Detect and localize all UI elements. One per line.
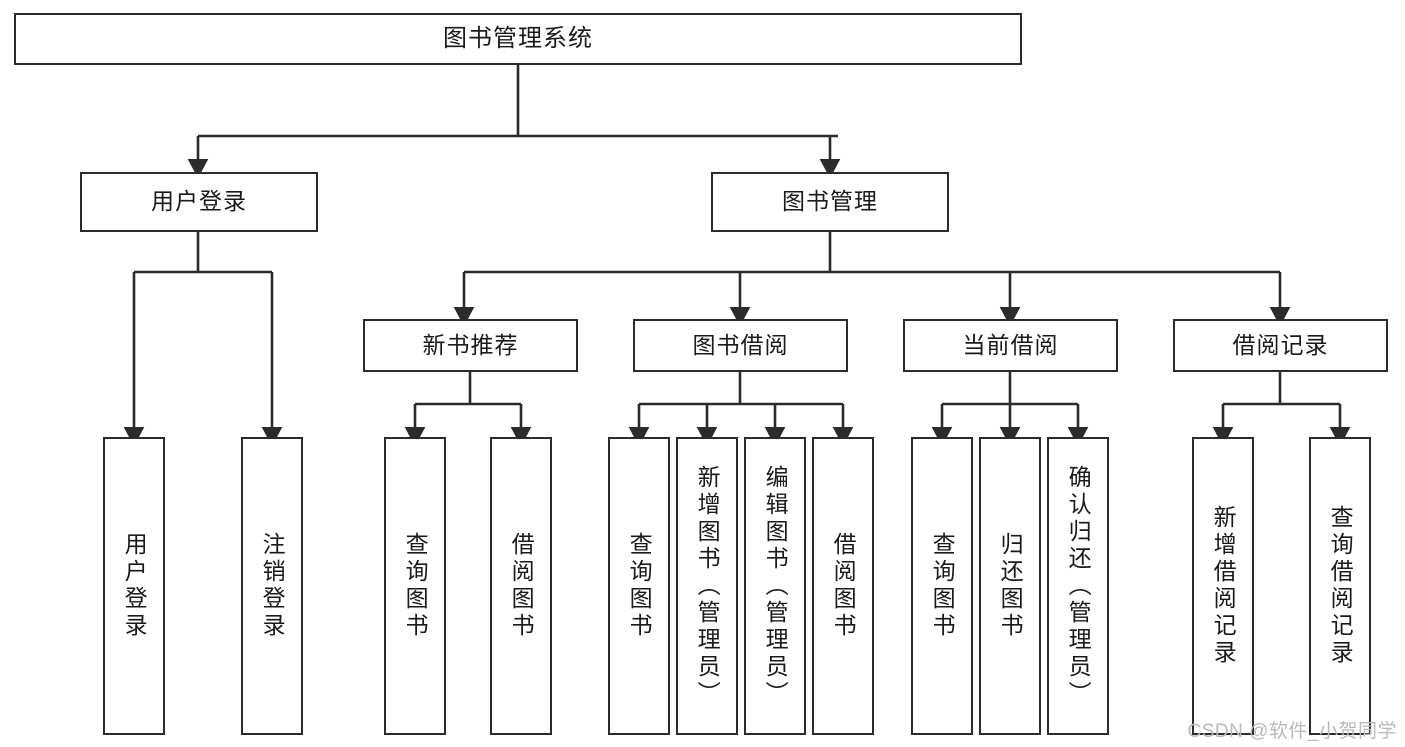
node-new-book-recommend[interactable]: 新书推荐 [363, 319, 578, 372]
node-leaf-borrow-book-1[interactable]: 借阅图书 [490, 437, 552, 735]
node-leaf-add-book-label: 新增图书（管理员） [694, 464, 721, 708]
node-leaf-confirm-return-label: 确认归还（管理员） [1065, 464, 1092, 708]
node-new-book-recommend-label: 新书推荐 [422, 331, 519, 358]
node-leaf-return-book[interactable]: 归还图书 [979, 437, 1041, 735]
node-leaf-return-book-label: 归还图书 [997, 532, 1024, 640]
node-leaf-query-book-2[interactable]: 查询图书 [608, 437, 670, 735]
node-borrow-record-label: 借阅记录 [1232, 331, 1329, 358]
node-leaf-query-record-label: 查询借阅记录 [1327, 505, 1354, 667]
node-leaf-query-book-3[interactable]: 查询图书 [911, 437, 973, 735]
watermark: CSDN @软件_小贺同学 [1187, 721, 1397, 742]
node-leaf-user-login-label: 用户登录 [121, 532, 148, 640]
node-leaf-confirm-return[interactable]: 确认归还（管理员） [1047, 437, 1109, 735]
node-leaf-user-logout-label: 注销登录 [259, 532, 286, 640]
node-root-label: 图书管理系统 [443, 24, 593, 52]
node-leaf-add-book[interactable]: 新增图书（管理员） [676, 437, 738, 735]
node-book-borrow[interactable]: 图书借阅 [633, 319, 848, 372]
node-leaf-user-logout[interactable]: 注销登录 [241, 437, 303, 735]
node-leaf-query-book-2-label: 查询图书 [626, 532, 653, 640]
node-leaf-borrow-book-2[interactable]: 借阅图书 [812, 437, 874, 735]
node-leaf-query-record[interactable]: 查询借阅记录 [1309, 437, 1371, 735]
node-book-borrow-label: 图书借阅 [692, 331, 789, 358]
node-borrow-record[interactable]: 借阅记录 [1173, 319, 1388, 372]
node-leaf-query-book-1[interactable]: 查询图书 [384, 437, 446, 735]
node-leaf-query-book-3-label: 查询图书 [929, 532, 956, 640]
node-leaf-borrow-book-2-label: 借阅图书 [830, 532, 857, 640]
node-current-borrow[interactable]: 当前借阅 [903, 319, 1118, 372]
node-leaf-edit-book[interactable]: 编辑图书（管理员） [744, 437, 806, 735]
node-leaf-query-book-1-label: 查询图书 [402, 532, 429, 640]
node-leaf-borrow-book-1-label: 借阅图书 [508, 532, 535, 640]
node-user-login-label: 用户登录 [151, 188, 247, 215]
node-leaf-edit-book-label: 编辑图书（管理员） [762, 464, 789, 708]
node-leaf-add-record-label: 新增借阅记录 [1210, 505, 1237, 667]
node-leaf-user-login[interactable]: 用户登录 [103, 437, 165, 735]
node-user-login[interactable]: 用户登录 [80, 172, 318, 232]
node-root[interactable]: 图书管理系统 [14, 13, 1022, 65]
node-book-management[interactable]: 图书管理 [711, 172, 949, 232]
node-current-borrow-label: 当前借阅 [962, 331, 1059, 358]
node-book-management-label: 图书管理 [782, 188, 878, 215]
node-leaf-add-record[interactable]: 新增借阅记录 [1192, 437, 1254, 735]
